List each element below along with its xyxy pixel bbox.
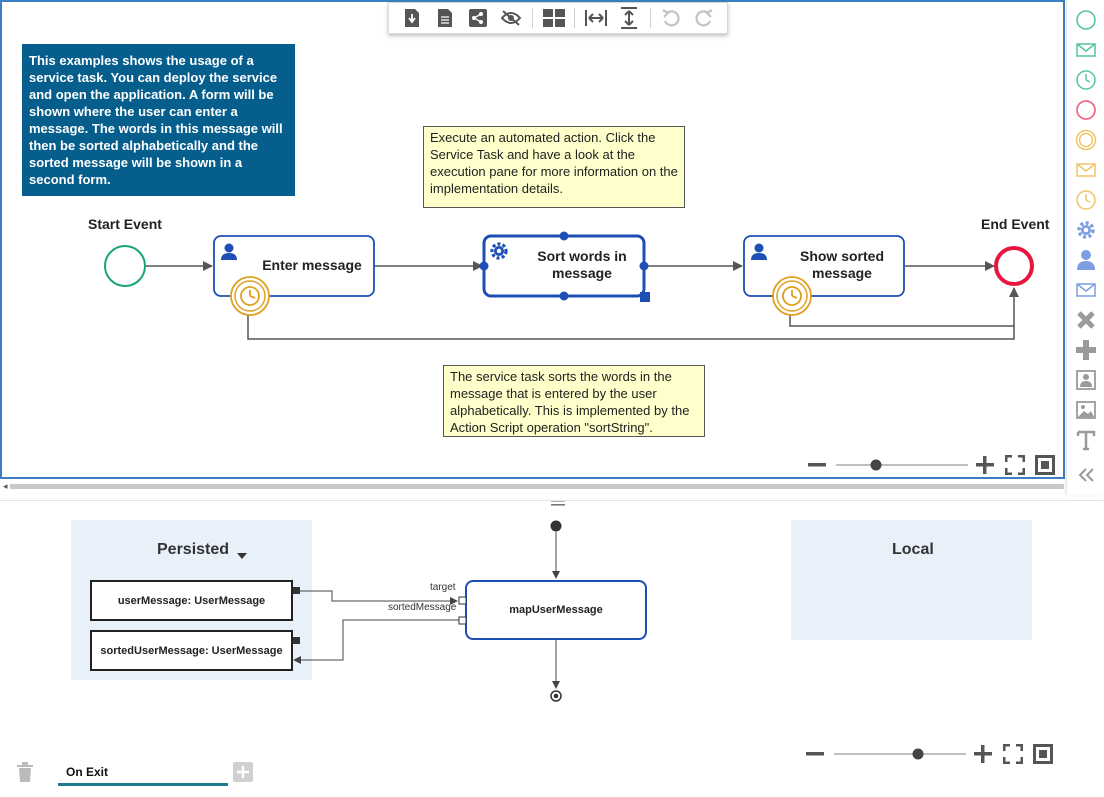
zoom-slider[interactable]: [834, 453, 970, 477]
flow-timer3-to-end[interactable]: [789, 315, 1014, 327]
horizontal-scrollbar[interactable]: [10, 484, 1064, 489]
zoom-controls-bottom: [804, 742, 1060, 766]
service-task-icon[interactable]: [1074, 218, 1098, 242]
layout-icon[interactable]: [540, 5, 567, 31]
image-icon[interactable]: [1074, 398, 1098, 422]
redo-icon[interactable]: [691, 5, 718, 31]
annotation-service-task[interactable]: Execute an automated action. Click the S…: [423, 126, 685, 208]
message-intermediate-icon[interactable]: [1074, 158, 1098, 182]
end-event-label: End Event: [981, 216, 1050, 232]
zoom-in-button[interactable]: [974, 453, 996, 477]
info-text-box[interactable]: This examples shows the usage of a servi…: [22, 44, 295, 196]
fit-view-icon[interactable]: [1032, 742, 1054, 766]
data-mapping-pane[interactable]: [0, 500, 1104, 797]
process-canvas[interactable]: This examples shows the usage of a servi…: [0, 0, 1065, 479]
zoom-slider[interactable]: [832, 742, 968, 766]
local-scope[interactable]: [791, 520, 1032, 640]
annotation-sort-string[interactable]: The service task sorts the words in the …: [443, 365, 705, 437]
timer-boundary-event-1[interactable]: [230, 276, 270, 316]
mapping-start-node[interactable]: [549, 519, 563, 533]
selection-handles[interactable]: [479, 231, 651, 303]
add-tab-icon[interactable]: [233, 762, 253, 787]
collapse-icon[interactable]: [1074, 463, 1098, 487]
task-sort-words-label: Sort words in message: [537, 248, 627, 281]
toolbar-separator: [574, 8, 576, 28]
download-icon[interactable]: [398, 5, 425, 31]
mapping-end-node[interactable]: [549, 689, 563, 703]
parallel-gateway-icon[interactable]: [1074, 338, 1098, 362]
document-icon[interactable]: [431, 5, 458, 31]
element-palette: [1066, 0, 1104, 494]
intermediate-event-icon[interactable]: [1074, 128, 1098, 152]
task-enter-message-label: Enter message: [262, 257, 362, 273]
start-event-label: Start Event: [88, 216, 162, 232]
share-icon[interactable]: [464, 5, 491, 31]
subprocess-icon[interactable]: [1074, 368, 1098, 392]
fullscreen-icon[interactable]: [1002, 742, 1024, 766]
timer-boundary-event-2[interactable]: [772, 276, 812, 316]
fit-view-icon[interactable]: [1034, 453, 1056, 477]
persisted-dropdown-icon[interactable]: [237, 546, 247, 564]
action-label: mapUserMessage: [509, 604, 603, 616]
hide-icon[interactable]: [498, 5, 525, 31]
scroll-left-icon[interactable]: ◂: [3, 481, 8, 491]
timer-start-icon[interactable]: [1074, 68, 1098, 92]
zoom-out-button[interactable]: [804, 742, 826, 766]
task-show-sorted-label: Show sorted message: [799, 248, 884, 281]
gear-icon: [490, 242, 508, 260]
trash-icon[interactable]: [17, 762, 33, 787]
undo-icon[interactable]: [658, 5, 685, 31]
zoom-controls-top: [806, 453, 1062, 477]
zoom-out-button[interactable]: [806, 453, 828, 477]
port-sorted-message-label: sortedMessage: [388, 602, 457, 613]
timer-intermediate-icon[interactable]: [1074, 188, 1098, 212]
process-diagram: [104, 231, 1034, 340]
end-event[interactable]: [994, 246, 1034, 286]
end-event-icon[interactable]: [1074, 98, 1098, 122]
toolbar-separator: [649, 8, 651, 28]
persisted-title: Persisted: [157, 541, 230, 558]
exclusive-gateway-icon[interactable]: [1074, 308, 1098, 332]
toolbar-separator: [531, 8, 533, 28]
local-title: Local: [892, 541, 934, 558]
text-icon[interactable]: [1074, 428, 1098, 452]
message-start-icon[interactable]: [1074, 38, 1098, 62]
send-task-icon[interactable]: [1074, 278, 1098, 302]
start-event-icon[interactable]: [1074, 8, 1098, 32]
zoom-in-button[interactable]: [972, 742, 994, 766]
fullscreen-icon[interactable]: [1004, 453, 1026, 477]
fit-width-icon[interactable]: [582, 5, 609, 31]
user-icon: [221, 243, 237, 260]
var-user-message[interactable]: userMessage: UserMessage: [90, 580, 293, 621]
tab-on-exit[interactable]: On Exit: [58, 762, 228, 786]
var-sorted-user-message[interactable]: sortedUserMessage: UserMessage: [90, 630, 293, 671]
flow-timer1-to-end[interactable]: [247, 287, 1019, 340]
fit-height-icon[interactable]: [615, 5, 642, 31]
pane-splitter[interactable]: ◂: [0, 481, 1104, 491]
port-target-label: target: [430, 582, 456, 593]
user-icon: [751, 243, 767, 260]
start-event[interactable]: [104, 245, 146, 287]
user-task-icon[interactable]: [1074, 248, 1098, 272]
diagram-toolbar: [388, 2, 728, 34]
